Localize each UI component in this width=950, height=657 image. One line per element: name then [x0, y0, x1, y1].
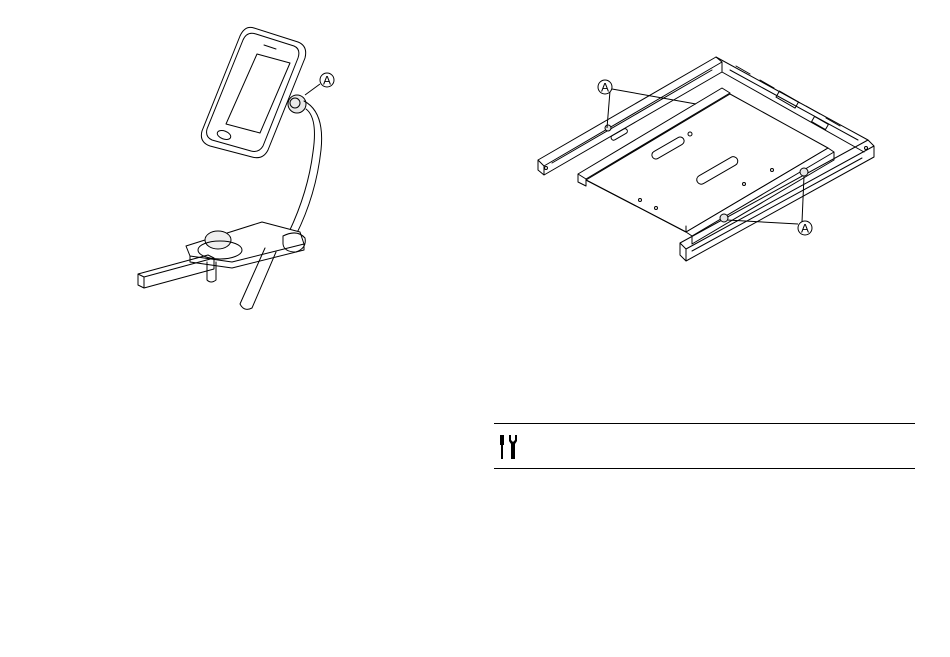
callout-label: A [323, 74, 331, 88]
seat-frame-illustration [538, 57, 874, 261]
rail-end-hole [545, 167, 548, 170]
phone-case [201, 27, 305, 157]
seat-plate [586, 94, 828, 232]
callout-leader [305, 84, 320, 95]
square-bar [138, 255, 214, 288]
clamp-knob [205, 231, 231, 249]
callout-leader [727, 220, 798, 224]
phone-holder-illustration [138, 27, 322, 309]
gooseneck-arm-inner [289, 109, 314, 232]
tools-required-bar [494, 423, 915, 469]
fastener [720, 214, 728, 222]
ball-joint [288, 95, 306, 113]
callout-leader [802, 176, 804, 222]
callout-a-top: A [598, 80, 696, 128]
fastener [800, 168, 808, 176]
callout-leader [607, 91, 610, 128]
gooseneck-arm-outer [296, 101, 322, 235]
callout-label: A [801, 222, 809, 236]
tools-icon [498, 433, 522, 461]
callout-a-left: A [305, 73, 334, 95]
fastener [605, 125, 611, 131]
callout-label: A [601, 81, 609, 95]
plate-slot-3 [610, 128, 628, 141]
rail-end-hole [865, 147, 868, 150]
